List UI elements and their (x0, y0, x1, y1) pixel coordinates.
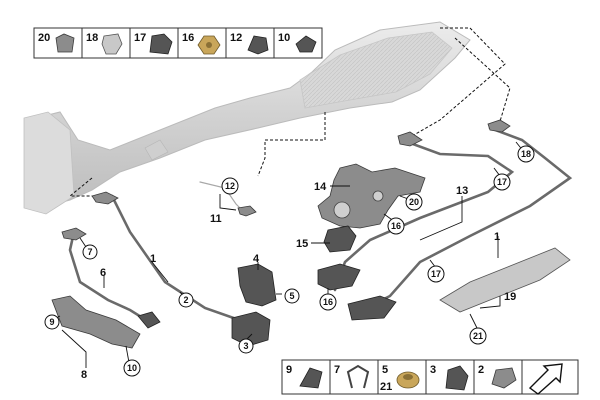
circled-label-16-upper: 16 (391, 221, 401, 231)
top-num-18: 18 (86, 32, 98, 44)
bottom-parts-strip: 9 7 5 21 3 2 (281, 359, 579, 395)
circle-17-upper (493, 173, 511, 191)
circled-label-5: 5 (289, 291, 294, 301)
circle-21 (469, 327, 487, 345)
top-num-20: 20 (38, 32, 50, 44)
circled-label-10: 10 (127, 363, 137, 373)
bottom-num-3: 3 (430, 364, 436, 376)
circle-16-upper (387, 217, 405, 235)
bottom-num-9: 9 (286, 364, 292, 376)
parts (51, 119, 571, 349)
circled-label-20: 20 (409, 197, 419, 207)
connector-icon (299, 367, 323, 389)
circled-label-17-upper: 17 (497, 177, 507, 187)
top-cell-12[interactable]: 12 (225, 27, 275, 59)
label-1-right: 1 (494, 231, 500, 243)
label-19: 19 (504, 291, 516, 303)
bottom-cell-3[interactable]: 3 (425, 359, 475, 395)
circle-20 (405, 193, 423, 211)
bottom-num-21: 21 (380, 381, 392, 393)
spring-clip-icon (346, 364, 370, 389)
circled-label-12: 12 (225, 181, 235, 191)
bottom-num-7: 7 (334, 364, 340, 376)
top-cell-20[interactable]: 20 (33, 27, 83, 59)
label-14: 14 (314, 181, 327, 193)
cable-holder-icon (445, 365, 469, 391)
top-num-12: 12 (230, 32, 242, 44)
top-cell-17[interactable]: 17 (129, 27, 179, 59)
top-num-16: 16 (182, 32, 194, 44)
label-4: 4 (253, 253, 260, 265)
bottom-num-5: 5 (382, 364, 388, 376)
bottom-cell-2[interactable]: 2 (473, 359, 523, 395)
label-15: 15 (296, 238, 308, 250)
circle-5 (284, 288, 300, 304)
circle-2 (178, 292, 194, 308)
plug-icon (491, 367, 517, 389)
top-num-10: 10 (278, 32, 290, 44)
top-cell-10[interactable]: 10 (273, 27, 323, 59)
circle-16-lower (319, 293, 337, 311)
circle-18 (517, 145, 535, 163)
holder-icon (247, 35, 269, 55)
circle-9 (44, 314, 60, 330)
label-11: 11 (210, 213, 222, 225)
bottom-cell-5-21[interactable]: 5 21 (377, 359, 427, 395)
bottom-cell-arrow[interactable] (521, 359, 579, 395)
cable-clip-icon (149, 33, 173, 55)
clip-icon (55, 33, 75, 53)
circled-label-21: 21 (473, 331, 483, 341)
circled-label-7: 7 (87, 247, 92, 257)
dashed-leaders (68, 27, 511, 201)
fastener-icon (295, 35, 317, 53)
reference-numbers: 1 1 4 6 8 11 13 14 15 19 (81, 181, 516, 381)
circle-17-lower (427, 265, 445, 283)
label-13: 13 (456, 185, 468, 197)
bottom-cell-9[interactable]: 9 (281, 359, 331, 395)
top-cell-18[interactable]: 18 (81, 27, 131, 59)
circle-3 (238, 338, 254, 354)
label-6: 6 (100, 267, 106, 279)
circled-label-18: 18 (521, 149, 531, 159)
circled-label-3: 3 (243, 341, 248, 351)
bracket-clip-icon (101, 33, 123, 55)
circle-12 (221, 177, 239, 195)
circle-10 (123, 359, 141, 377)
circle-7 (82, 244, 98, 260)
top-cell-16[interactable]: 16 (177, 27, 227, 59)
circled-label-16-lower: 16 (323, 297, 333, 307)
circled-label-17-lower: 17 (431, 269, 441, 279)
label-1-left: 1 (150, 253, 156, 265)
wiring-harnesses (68, 126, 573, 324)
circled-numbers: 2 3 5 7 9 10 12 16 16 17 17 18 20 21 (44, 145, 535, 377)
circled-label-9: 9 (49, 317, 54, 327)
circled-label-2: 2 (183, 295, 188, 305)
label-8: 8 (81, 369, 87, 381)
bottom-cell-7[interactable]: 7 (329, 359, 379, 395)
top-num-17: 17 (134, 32, 146, 44)
top-parts-strip: 20 18 17 16 12 10 (33, 27, 323, 59)
exhaust-system (23, 21, 471, 215)
bottom-num-2: 2 (478, 364, 484, 376)
arrow-icon (528, 363, 563, 395)
